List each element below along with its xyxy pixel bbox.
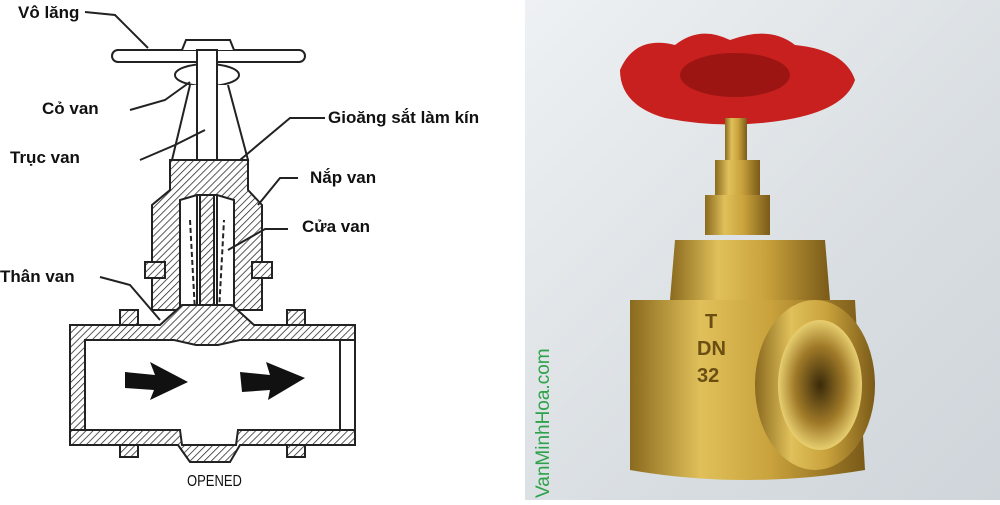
label-bonnet: Nắp van — [310, 168, 377, 187]
label-gate: Cửa van — [302, 217, 371, 236]
state-label: OPENED — [187, 471, 242, 490]
label-neck: Cỏ van — [42, 99, 99, 118]
brass-gate-valve-image: T DN 32 — [620, 33, 875, 480]
label-handwheel: Vô lăng — [18, 3, 80, 22]
valve-body — [69, 304, 356, 436]
label-stem: Trục van — [10, 148, 80, 167]
label-body: Thân van — [0, 267, 75, 286]
body-marking-t: T — [705, 311, 717, 333]
flow-arrow-icon — [240, 362, 305, 400]
gate-valve-diagram: Vô lăng Cỏ van Trục van Thân van Gioăng … — [0, 3, 480, 490]
valve-cross-section — [69, 11, 356, 463]
valve-photo: T DN 32 — [525, 0, 1000, 500]
flow-arrow-icon — [125, 362, 188, 400]
body-marking-dn: DN — [697, 338, 726, 360]
body-marking-size: 32 — [697, 365, 719, 387]
watermark: VanMinhHoa.com — [533, 348, 554, 498]
label-packing: Gioăng sắt làm kín — [328, 108, 480, 127]
